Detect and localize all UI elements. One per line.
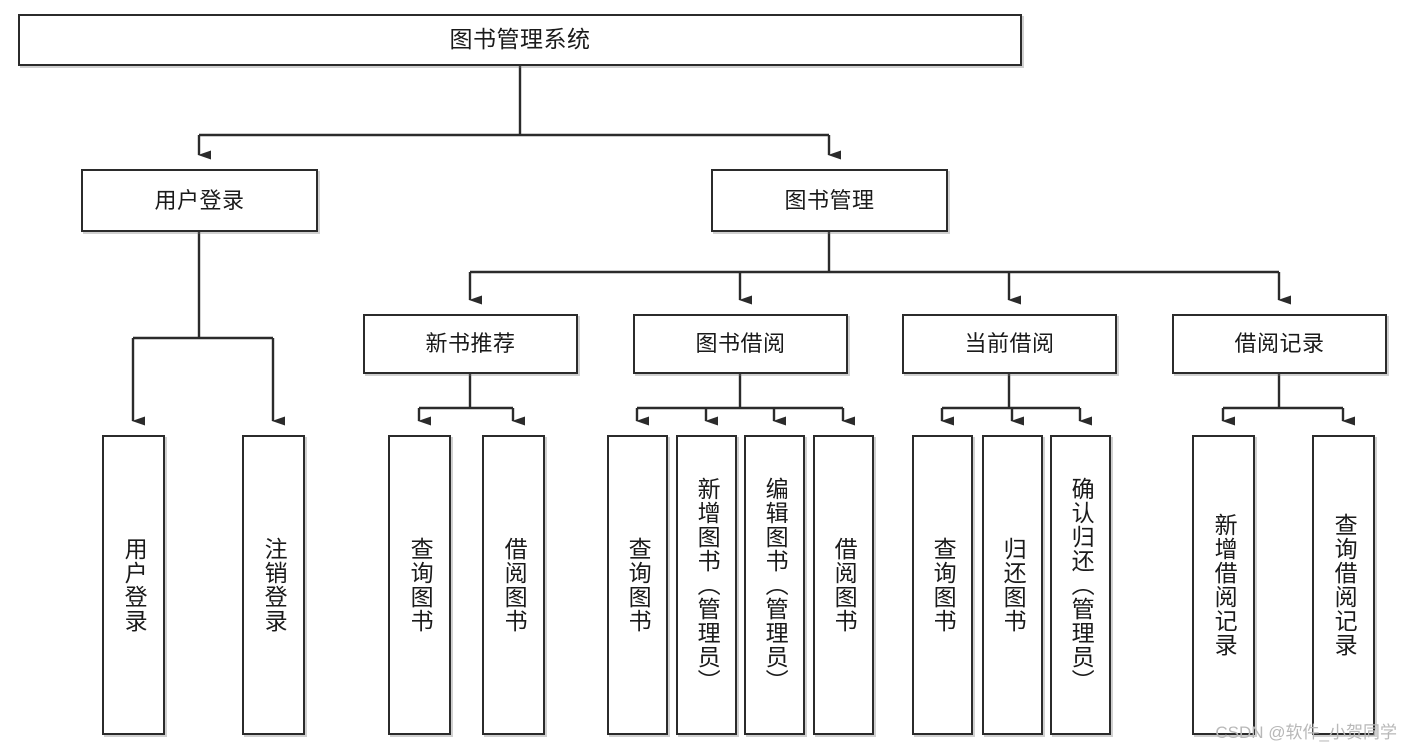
node-leaf-return-book-label: 归还图书: [1000, 537, 1027, 633]
node-leaf-add-borrow-record-label: 新增借阅记录: [1211, 513, 1238, 657]
node-leaf-query-book-borrow[interactable]: 查询图书: [607, 435, 668, 735]
node-new-book-recommend-label: 新书推荐: [425, 331, 516, 357]
node-borrow-records-label: 借阅记录: [1234, 331, 1325, 357]
node-leaf-query-book-recommend-label: 查询图书: [407, 537, 434, 633]
node-book-borrow-label: 图书借阅: [695, 331, 786, 357]
node-leaf-edit-book-admin-label: 编辑图书（管理员）: [762, 477, 789, 693]
node-leaf-confirm-return-admin-label: 确认归还（管理员）: [1068, 477, 1095, 693]
node-new-book-recommend[interactable]: 新书推荐: [363, 314, 578, 374]
node-leaf-query-book-current-label: 查询图书: [930, 537, 957, 633]
connector-lines: [131, 66, 1355, 426]
node-leaf-add-book-admin[interactable]: 新增图书（管理员）: [676, 435, 737, 735]
node-book-borrow[interactable]: 图书借阅: [633, 314, 848, 374]
node-leaf-query-book-recommend[interactable]: 查询图书: [388, 435, 451, 735]
node-leaf-borrow-book-recommend[interactable]: 借阅图书: [482, 435, 545, 735]
node-current-borrow-label: 当前借阅: [964, 331, 1055, 357]
node-leaf-user-login-label: 用户登录: [121, 537, 148, 633]
node-borrow-records[interactable]: 借阅记录: [1172, 314, 1387, 374]
node-leaf-logout[interactable]: 注销登录: [242, 435, 305, 735]
node-current-borrow[interactable]: 当前借阅: [902, 314, 1117, 374]
node-book-management-label: 图书管理: [784, 187, 875, 213]
node-leaf-query-borrow-record-label: 查询借阅记录: [1331, 513, 1358, 657]
node-leaf-logout-label: 注销登录: [261, 537, 288, 633]
node-leaf-confirm-return-admin[interactable]: 确认归还（管理员）: [1050, 435, 1111, 735]
node-leaf-query-borrow-record[interactable]: 查询借阅记录: [1312, 435, 1375, 735]
node-root-label: 图书管理系统: [449, 26, 591, 53]
node-leaf-query-book-current[interactable]: 查询图书: [912, 435, 973, 735]
node-leaf-query-book-borrow-label: 查询图书: [625, 537, 652, 633]
node-root[interactable]: 图书管理系统: [18, 14, 1022, 66]
node-leaf-borrow-book-recommend-label: 借阅图书: [501, 537, 528, 633]
node-user-login-label: 用户登录: [154, 187, 245, 213]
node-leaf-borrow-book[interactable]: 借阅图书: [813, 435, 874, 735]
node-leaf-borrow-book-label: 借阅图书: [831, 537, 858, 633]
node-leaf-add-book-admin-label: 新增图书（管理员）: [694, 477, 721, 693]
node-leaf-add-borrow-record[interactable]: 新增借阅记录: [1192, 435, 1255, 735]
node-leaf-return-book[interactable]: 归还图书: [982, 435, 1043, 735]
node-leaf-edit-book-admin[interactable]: 编辑图书（管理员）: [744, 435, 805, 735]
node-user-login[interactable]: 用户登录: [81, 169, 318, 232]
node-book-management[interactable]: 图书管理: [711, 169, 948, 232]
node-leaf-user-login[interactable]: 用户登录: [102, 435, 165, 735]
